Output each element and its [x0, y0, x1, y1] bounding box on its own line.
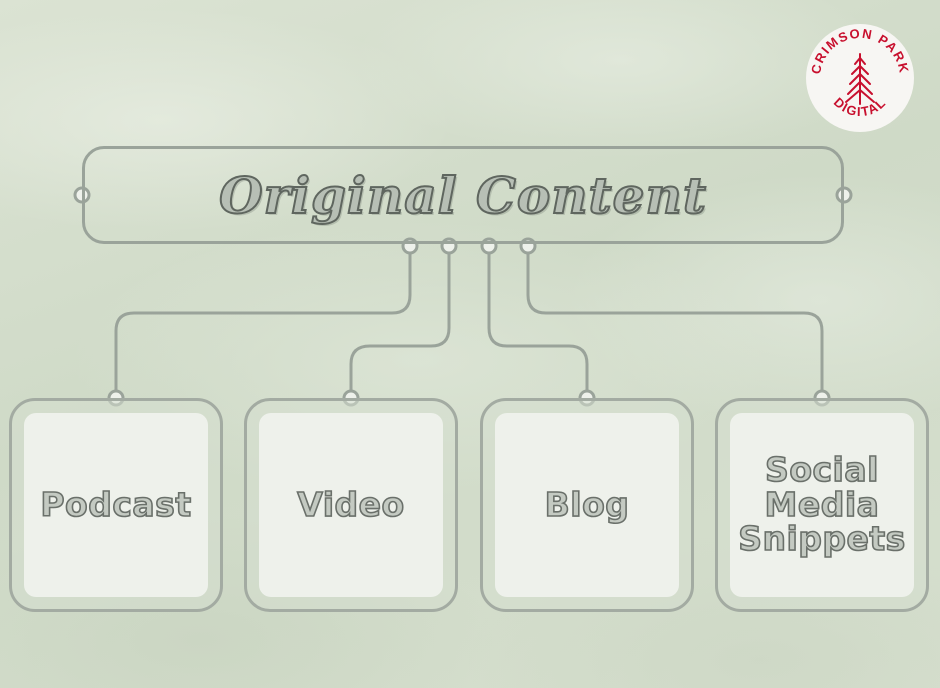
node-podcast: Podcast — [9, 398, 223, 612]
node-label-podcast: Podcast — [40, 484, 192, 524]
node-card: Video — [259, 413, 443, 597]
node-video: Video — [244, 398, 458, 612]
connector-podcast — [114, 246, 412, 398]
node-label-video: Video — [296, 484, 405, 524]
connector-blog — [487, 246, 589, 398]
crimson-park-logo: CRIMSON PARK DIGITAL — [806, 24, 914, 132]
connector-video — [349, 246, 451, 398]
node-label-social-media-snippets: Social Media Snippets — [737, 450, 906, 559]
diagram-title: Original Content — [218, 165, 707, 226]
title-right-dot — [835, 186, 853, 204]
pine-tree-icon — [845, 53, 875, 105]
node-blog: Blog — [480, 398, 694, 612]
node-social-media-snippets: Social Media Snippets — [715, 398, 929, 612]
connector-social — [526, 246, 824, 398]
node-card: Blog — [495, 413, 679, 597]
node-label-blog: Blog — [544, 484, 630, 524]
node-card: Social Media Snippets — [730, 413, 914, 597]
title-box: Original Content — [82, 146, 844, 244]
node-card: Podcast — [24, 413, 208, 597]
